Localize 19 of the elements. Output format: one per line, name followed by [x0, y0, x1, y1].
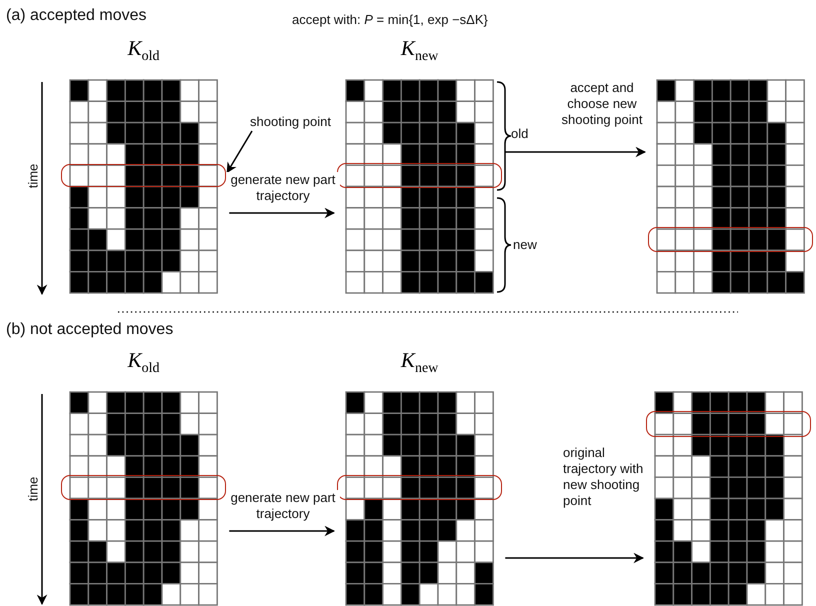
arrow — [229, 526, 336, 536]
highlight-outline — [61, 164, 226, 188]
grid-heading: K$_{old}$ — [126, 348, 161, 378]
formula-text: accept with: P = min{1, exp −sΔK} — [292, 12, 488, 28]
arrow — [505, 146, 646, 158]
bracket-label: old — [511, 126, 528, 142]
axis-label: time — [25, 476, 42, 502]
section-heading: (a) accepted moves — [6, 8, 147, 24]
grid-heading: K$_{new}$ — [400, 348, 440, 378]
grid-heading: K$_{old}$ — [126, 36, 161, 66]
edge-label: generate new part trajectory — [226, 172, 340, 204]
callout-text: shooting point — [250, 114, 331, 129]
arrow — [505, 552, 644, 564]
axis-label: time — [25, 164, 42, 188]
grid-heading: K$_{new}$ — [400, 36, 440, 66]
arrow — [229, 208, 336, 218]
leader-line — [226, 130, 253, 174]
bracket-label: new — [513, 237, 537, 253]
section-heading: (b) not accepted moves — [6, 322, 174, 338]
